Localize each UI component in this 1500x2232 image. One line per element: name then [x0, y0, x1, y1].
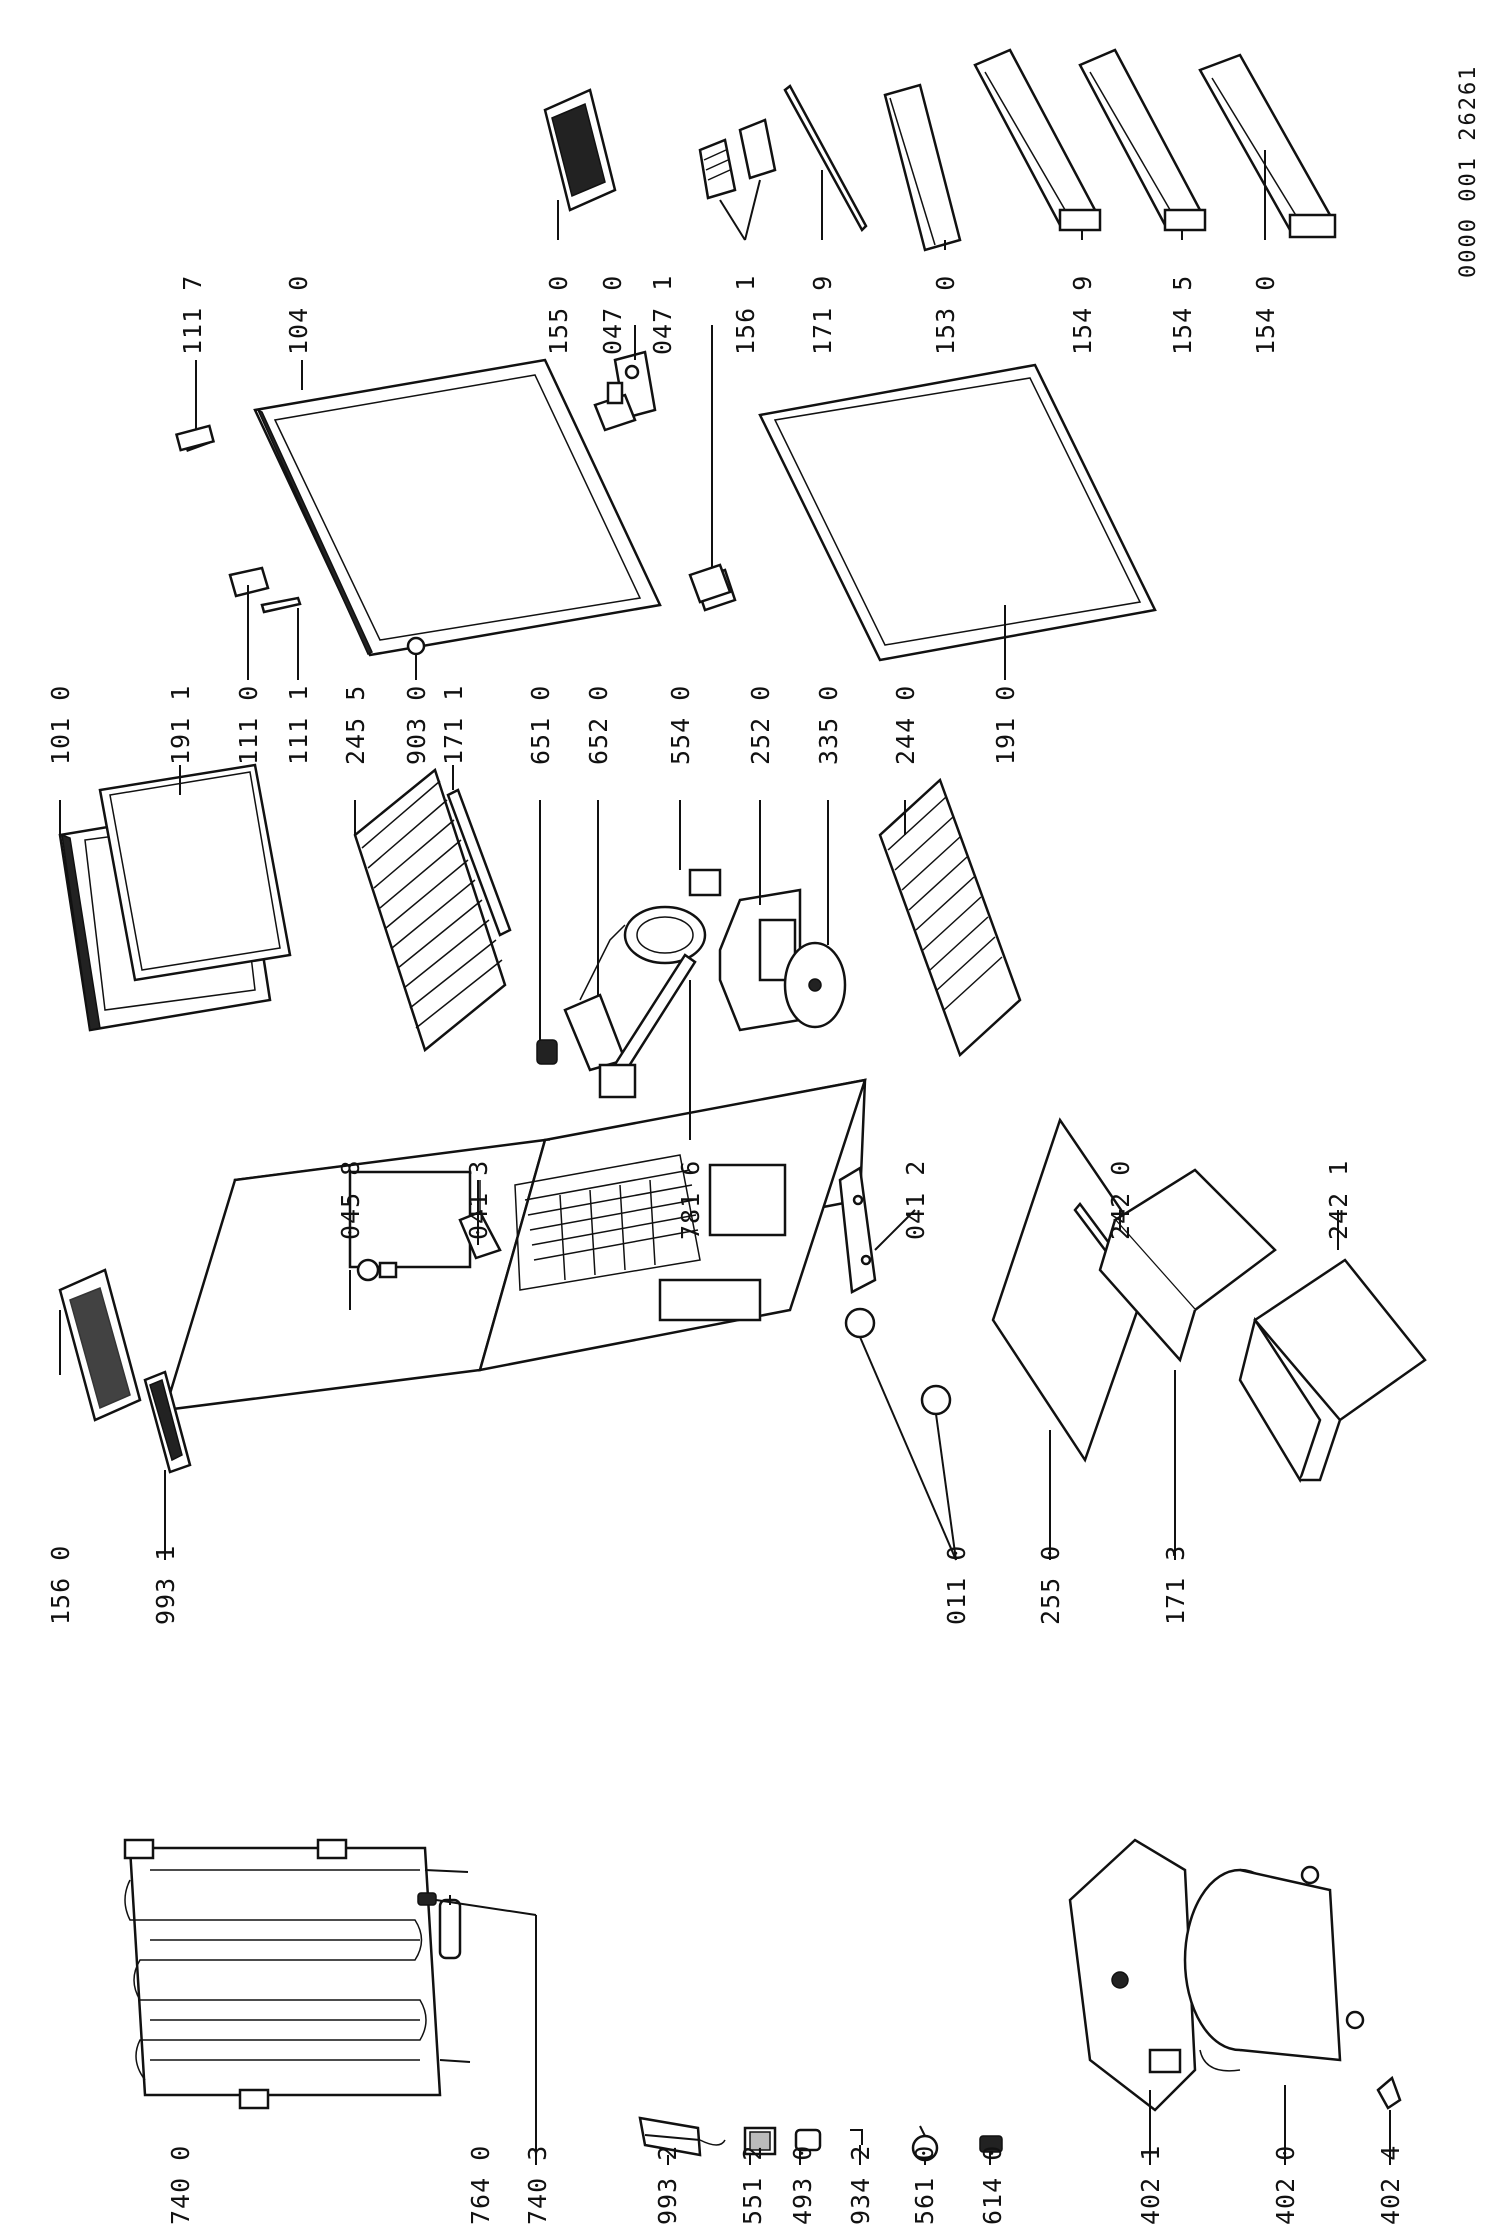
egg-tray-part: [543, 88, 617, 212]
label-104-0: 104 0: [284, 274, 313, 355]
label-402-1: 402 1: [1136, 2144, 1165, 2225]
label-041-3: 041 3: [464, 1159, 493, 1240]
door-balcony-part-a: [973, 48, 1102, 232]
label-245-5: 245 5: [341, 684, 370, 765]
label-045-8: 045 8: [336, 1159, 365, 1240]
document-reference: 0000 001 26261: [1456, 64, 1481, 278]
handle-part: [143, 1370, 192, 1474]
label-764-0: 764 0: [466, 2144, 495, 2225]
label-155-0: 155 0: [544, 274, 573, 355]
label-plate-part: [174, 424, 216, 452]
foot-part-a: [844, 1307, 876, 1339]
compressor-part: [1183, 1865, 1365, 2072]
butter-lid-part: [698, 138, 737, 200]
hinge-foot-part: [593, 381, 637, 432]
lower-hinge-part: [838, 1165, 877, 1294]
label-493-0: 493 0: [788, 2144, 817, 2225]
label-554-0: 554 0: [666, 684, 695, 765]
label-111-0: 111 0: [234, 684, 263, 765]
label-011-0: 011 0: [942, 1544, 971, 1625]
label-244-0: 244 0: [891, 684, 920, 765]
foot-part-b: [920, 1384, 952, 1416]
glass-shelf-lower-part: [878, 777, 1022, 1058]
label-156-1: 156 1: [731, 274, 760, 355]
label-154-9: 154 9: [1068, 274, 1097, 355]
upper-hinge-part: [458, 1180, 502, 1260]
label-652-0: 652 0: [584, 684, 613, 765]
label-934-2: 934 2: [846, 2144, 875, 2225]
label-903-0: 903 0: [402, 684, 431, 765]
label-242-0: 242 0: [1106, 1159, 1135, 1240]
label-740-0: 740 0: [166, 2144, 195, 2225]
cabinet-part: [163, 1078, 867, 1412]
label-740-3: 740 3: [523, 2144, 552, 2225]
shelf-bar-part: [446, 788, 512, 937]
fan-motor-part: [783, 941, 847, 1029]
crisper-small-part: [1098, 1168, 1277, 1363]
label-171-1: 171 1: [439, 684, 468, 765]
label-047-0: 047 0: [598, 274, 627, 355]
label-402-4: 402 4: [1376, 2144, 1405, 2225]
light-bar-part: [598, 953, 697, 1099]
label-156-0: 156 0: [46, 1544, 75, 1625]
freezer-door-gasket-part: [98, 763, 292, 982]
relay-part: [743, 2126, 777, 2156]
klixon-part: [794, 2128, 822, 2152]
crisper-large-part: [1238, 1258, 1427, 1483]
fan-housing-part: [718, 888, 802, 1032]
bottom-hinge-part: [688, 563, 732, 604]
label-154-5: 154 5: [1168, 274, 1197, 355]
label-993-1: 993 1: [151, 1544, 180, 1625]
label-191-0: 191 0: [991, 684, 1020, 765]
thermostat-bracket-part: [563, 924, 627, 1072]
thermostat-knob-part: [536, 1039, 558, 1065]
label-111-1: 111 1: [284, 684, 313, 765]
label-561-0: 561 0: [910, 2144, 939, 2225]
label-191-1: 191 1: [166, 684, 195, 765]
bottle-rail-part: [783, 84, 868, 233]
door-balcony-part-c: [1198, 53, 1337, 239]
wire-shelf-part: [353, 767, 507, 1053]
label-111-7: 111 7: [178, 274, 207, 355]
compressor-base-part: [1068, 1838, 1197, 2112]
filter-drier-part: [438, 1895, 462, 1960]
label-402-0: 402 0: [1271, 2144, 1300, 2225]
grommet-part: [1376, 2075, 1402, 2110]
label-242-1: 242 1: [1324, 1159, 1353, 1240]
label-614-0: 614 0: [978, 2144, 1007, 2225]
label-171-3: 171 3: [1161, 1544, 1190, 1625]
door-shelf-small-part: [883, 83, 962, 252]
door-gasket-part: [758, 363, 1157, 662]
clip-part: [850, 2129, 863, 2145]
thermostat-sensor-part: [638, 2116, 726, 2157]
label-154-0: 154 0: [1251, 274, 1280, 355]
label-651-0: 651 0: [526, 684, 555, 765]
butter-tray-part: [738, 118, 777, 180]
condenser-part: [123, 1838, 471, 2110]
small-fitting-part: [417, 1892, 437, 1906]
fan-shroud-part: [623, 868, 722, 965]
label-551-2: 551 2: [738, 2144, 767, 2225]
ice-tray-part: [58, 1268, 142, 1422]
hinge-pin-part: [356, 1258, 398, 1282]
door-balcony-part-b: [1078, 48, 1207, 232]
label-171-9: 171 9: [808, 274, 837, 355]
label-252-0: 252 0: [746, 684, 775, 765]
door-trim-part: [260, 596, 302, 614]
label-993-2: 993 2: [653, 2144, 682, 2225]
label-047-1: 047 1: [648, 274, 677, 355]
label-781-6: 781 6: [676, 1159, 705, 1240]
label-255-0: 255 0: [1036, 1544, 1065, 1625]
main-door-part: [253, 358, 662, 657]
screw-part: [406, 636, 426, 656]
door-handle-part: [228, 566, 270, 598]
label-153-0: 153 0: [931, 274, 960, 355]
label-335-0: 335 0: [814, 684, 843, 765]
label-041-2: 041 2: [901, 1159, 930, 1240]
label-101-0: 101 0: [46, 684, 75, 765]
